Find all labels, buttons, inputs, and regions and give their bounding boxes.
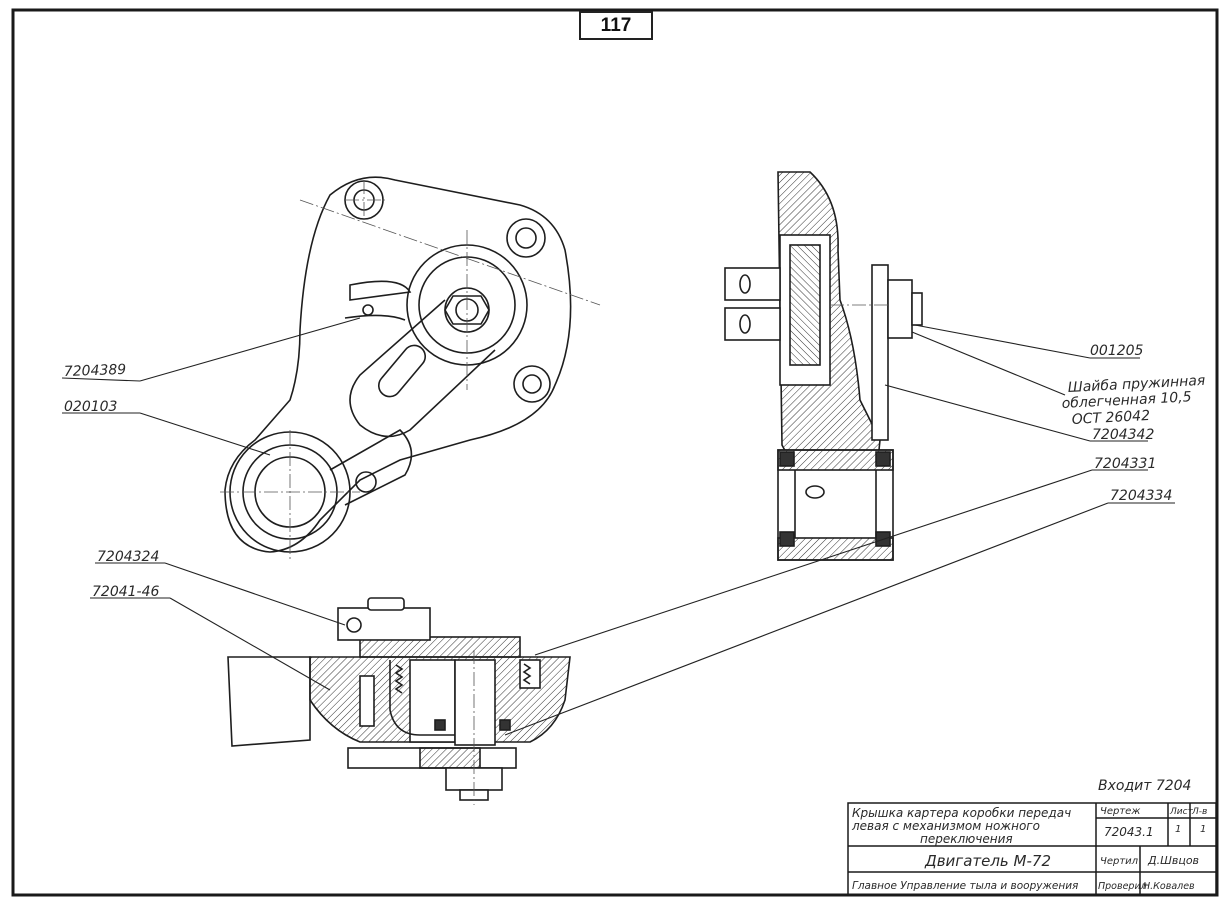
sheets-head: Л-в <box>1191 807 1207 817</box>
drafted-by: Д.Швцов <box>1147 854 1199 867</box>
part-label: 7204331 <box>1094 456 1156 472</box>
part-label: 7204334 <box>1110 488 1172 504</box>
drafted-label: Чертил <box>1100 856 1139 867</box>
sheets-no: 1 <box>1200 824 1206 835</box>
part-labels: 7204389 020103 001205 Шайба пружинная об… <box>64 343 1206 600</box>
sheet-no: 1 <box>1175 824 1181 835</box>
page-number: 117 <box>579 11 653 40</box>
drawing-no-head: Чертеж <box>1100 806 1140 817</box>
part-label: 7204389 <box>64 362 127 380</box>
title-block <box>847 802 1217 896</box>
part-label: облегченная 10,5 <box>1061 389 1192 412</box>
sheet-frame <box>11 8 1219 897</box>
leader-lines <box>61 317 1175 736</box>
title-block-text: Входит 7204 Крышка картера коробки перед… <box>851 778 1207 892</box>
part-label: 7204342 <box>1092 427 1154 443</box>
checked-label: Проверил <box>1098 881 1147 892</box>
drawing-no: 72043.1 <box>1104 825 1154 839</box>
part-name: левая с механизмом ножного <box>851 819 1040 833</box>
engine: Двигатель М-72 <box>924 852 1051 870</box>
part-label: Шайба пружинная <box>1067 373 1205 396</box>
checked-by: Н.Ковалев <box>1143 881 1195 892</box>
part-label: 020103 <box>64 399 117 415</box>
bottom-section-view <box>227 597 571 805</box>
side-section-view <box>724 171 923 561</box>
part-label: 001205 <box>1090 343 1144 359</box>
part-label: ОСТ 26042 <box>1071 408 1150 428</box>
part-name: Крышка картера коробки передач <box>852 806 1071 820</box>
sheet-head: Лист <box>1169 807 1194 817</box>
organization: Главное Управление тыла и вооружения <box>852 880 1078 892</box>
part-label: 7204324 <box>97 549 159 565</box>
front-view <box>220 176 601 560</box>
enters-assembly: Входит 7204 <box>1098 778 1191 794</box>
part-name: переключения <box>920 832 1013 846</box>
part-label: 72041-46 <box>92 584 159 600</box>
